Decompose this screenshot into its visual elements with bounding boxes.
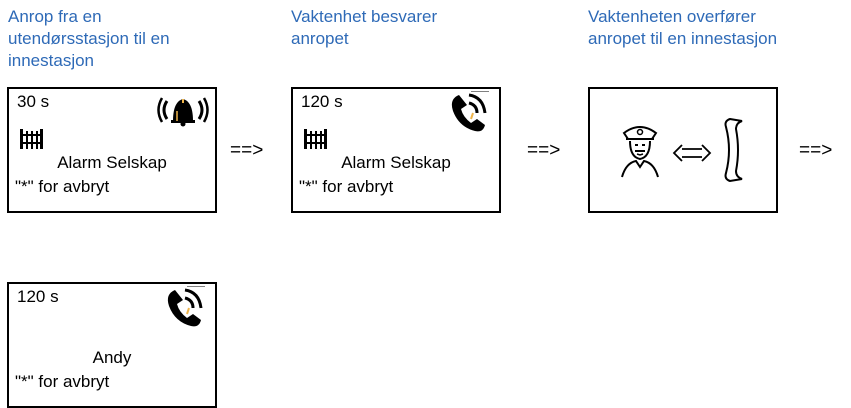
- gate-icon: [20, 129, 43, 149]
- handset-icon: [724, 117, 743, 183]
- cancel-hint: "*" for avbryt: [299, 177, 394, 196]
- caption-line: utendørsstasjon til en: [8, 29, 170, 48]
- display-screen-4: 120 s Andy "*" for avbryt: [7, 282, 217, 408]
- caption-line: Vaktenheten overfører: [588, 7, 756, 26]
- flow-arrow: ==>: [799, 140, 832, 162]
- arrow-label: ==>: [799, 140, 833, 161]
- cancel-hint: "*" for avbryt: [15, 177, 110, 196]
- display-screen-2: 120 s Alarm Selskap "*" for avbryt: [291, 87, 501, 213]
- caption-line: Anrop fra en: [8, 7, 102, 26]
- arrow-label: ==>: [230, 140, 264, 161]
- timer-text: 30 s: [17, 92, 50, 111]
- phone-call-icon: [167, 286, 205, 327]
- caller-name: Andy: [92, 348, 132, 367]
- display-screen-3: [588, 87, 778, 213]
- caller-name: Alarm Selskap: [57, 153, 167, 172]
- caption-step-1: Anrop fra en utendørsstasjon til en inne…: [8, 6, 170, 72]
- phone-call-icon: [451, 91, 489, 132]
- arrow-label: ==>: [527, 140, 561, 161]
- display-screen-1: 30 s Alarm Selskap "*" for avbryt: [7, 87, 217, 213]
- timer-text: 120 s: [301, 92, 343, 111]
- timer-text: 120 s: [17, 287, 59, 306]
- guard-icon: [621, 126, 659, 178]
- flow-arrow: ==>: [527, 140, 560, 162]
- flow-arrow: ==>: [230, 140, 263, 162]
- caption-line: innestasjon: [8, 51, 95, 70]
- caption-step-2: Vaktenhet besvarer anropet: [291, 6, 437, 50]
- gate-icon: [304, 129, 327, 149]
- double-arrow-icon: [672, 144, 712, 162]
- caption-step-3: Vaktenheten overfører anropet til en inn…: [588, 6, 777, 50]
- caption-line: anropet: [291, 29, 349, 48]
- ringing-bell-icon: [157, 97, 209, 127]
- caption-line: anropet til en innestasjon: [588, 29, 778, 48]
- cancel-hint: "*" for avbryt: [15, 372, 110, 391]
- caption-line: Vaktenhet besvarer: [291, 7, 438, 26]
- caller-name: Alarm Selskap: [341, 153, 451, 172]
